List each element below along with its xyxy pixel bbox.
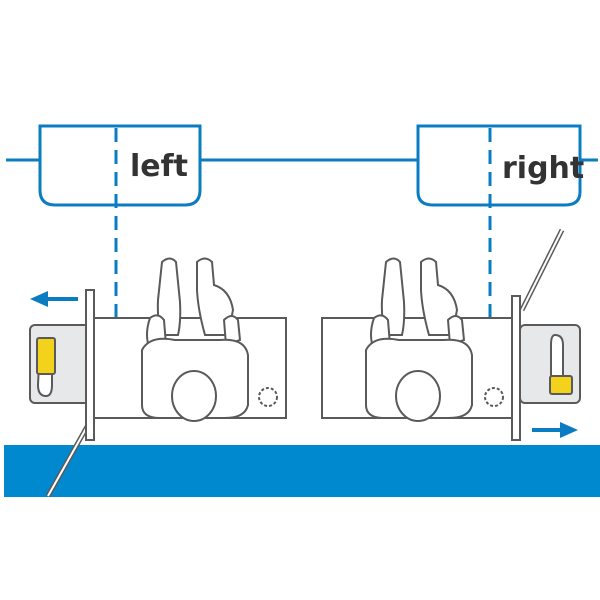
socket-icon: [484, 387, 504, 407]
right-label-box: [416, 124, 582, 207]
left-door-frame: [85, 289, 95, 441]
floor-band: [4, 445, 600, 497]
right-handle-yellow: [549, 375, 573, 395]
right-label: right: [502, 151, 584, 186]
left-label: left: [130, 149, 188, 184]
arrow-right-icon: [532, 422, 578, 438]
arrow-left-icon: [30, 291, 78, 307]
person-topview-icon: [365, 257, 473, 422]
socket-icon: [258, 387, 278, 407]
left-handle-yellow: [36, 337, 56, 375]
right-door-frame: [511, 295, 521, 441]
person-topview-icon: [141, 257, 249, 422]
left-label-box: [38, 124, 202, 207]
